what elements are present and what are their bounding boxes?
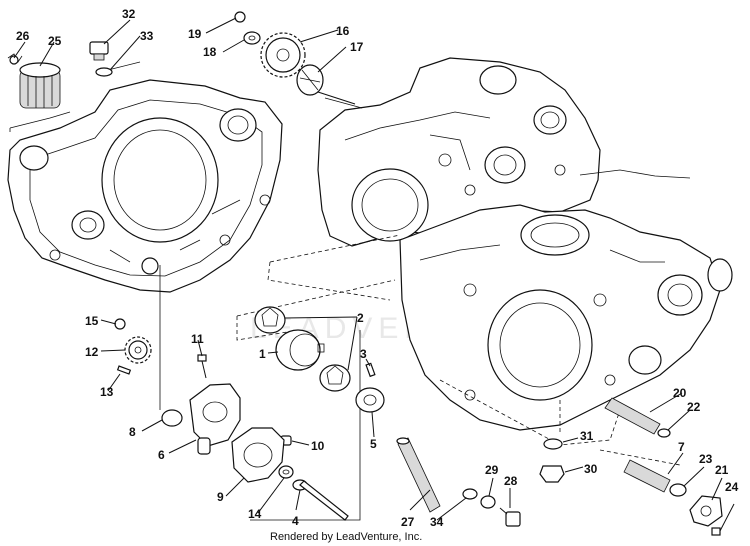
callout-22: 22 [687, 400, 701, 414]
pump-cover-6 [189, 383, 241, 455]
callout-24: 24 [725, 480, 739, 494]
case-cover [7, 79, 283, 293]
callout-17: 17 [350, 40, 364, 54]
gear-12 [124, 336, 152, 364]
callout-13: 13 [100, 385, 114, 399]
callout-32: 32 [122, 7, 136, 21]
oil-filter [19, 62, 61, 109]
credit-text: Rendered by LeadVenture, Inc. [270, 531, 422, 543]
circlip-19 [234, 11, 246, 23]
washer-29 [480, 495, 496, 509]
rotor-plate-5 [355, 387, 385, 413]
callout-25: 25 [48, 34, 62, 48]
callout-19: 19 [188, 27, 202, 41]
drain-plug [89, 41, 109, 61]
strainer-7 [623, 459, 671, 493]
callout-8: 8 [129, 425, 136, 439]
o-ring-33 [95, 67, 113, 77]
pump-housing-1 [275, 329, 325, 371]
leader-lines [13, 17, 723, 521]
pin-3 [365, 362, 376, 378]
callout-6: 6 [158, 448, 165, 462]
o-ring-31 [543, 438, 563, 450]
o-ring-34 [462, 488, 478, 500]
callout-26: 26 [16, 29, 30, 43]
callout-23: 23 [699, 452, 713, 466]
bolt-28 [499, 507, 521, 527]
gear-16 [260, 32, 306, 78]
callout-34: 34 [430, 515, 444, 529]
pump-rotor-2-upper [254, 306, 286, 334]
strainer-20 [604, 397, 661, 435]
filter-spring [7, 53, 23, 65]
pump-rotor-2-lower [319, 364, 351, 392]
o-ring-22 [657, 428, 671, 438]
callout-1: 1 [259, 347, 266, 361]
callout-14: 14 [248, 507, 262, 521]
callout-11: 11 [191, 332, 204, 346]
callout-labels: 26 25 32 33 19 18 16 17 2 1 3 5 4 8 6 9 … [16, 7, 739, 529]
callout-9: 9 [217, 490, 224, 504]
callout-20: 20 [673, 386, 687, 400]
bolt-24 [711, 503, 735, 536]
callout-33: 33 [140, 29, 154, 43]
callout-3: 3 [360, 347, 367, 361]
callout-31: 31 [580, 429, 594, 443]
callout-2: 2 [357, 311, 364, 325]
callout-5: 5 [370, 437, 377, 451]
callout-16: 16 [336, 24, 350, 38]
pin-13 [116, 365, 132, 375]
crankcase-rear-half [317, 57, 691, 247]
o-ring-23 [669, 483, 687, 497]
callout-7: 7 [678, 440, 685, 454]
callout-29: 29 [485, 463, 499, 477]
drain-plug-30 [539, 465, 565, 483]
callout-12: 12 [85, 345, 99, 359]
callout-10: 10 [311, 439, 325, 453]
washer-14 [278, 465, 294, 479]
gear-17 [296, 64, 324, 96]
cap-21 [689, 495, 723, 527]
washer-18 [243, 31, 261, 45]
circlip-15 [114, 318, 126, 330]
callout-18: 18 [203, 45, 217, 59]
callout-21: 21 [715, 463, 729, 477]
strainer-27 [396, 437, 441, 513]
callout-30: 30 [584, 462, 598, 476]
bolt-11 [197, 354, 207, 379]
callout-4: 4 [292, 514, 299, 528]
o-ring-8 [161, 409, 183, 427]
shaft-4 [292, 479, 349, 521]
pump-cover-9 [231, 427, 285, 483]
callout-27: 27 [401, 515, 415, 529]
shaft-17 [317, 91, 356, 105]
crankcase-front-half [399, 204, 733, 431]
callout-28: 28 [504, 474, 518, 488]
callout-15: 15 [85, 314, 99, 328]
